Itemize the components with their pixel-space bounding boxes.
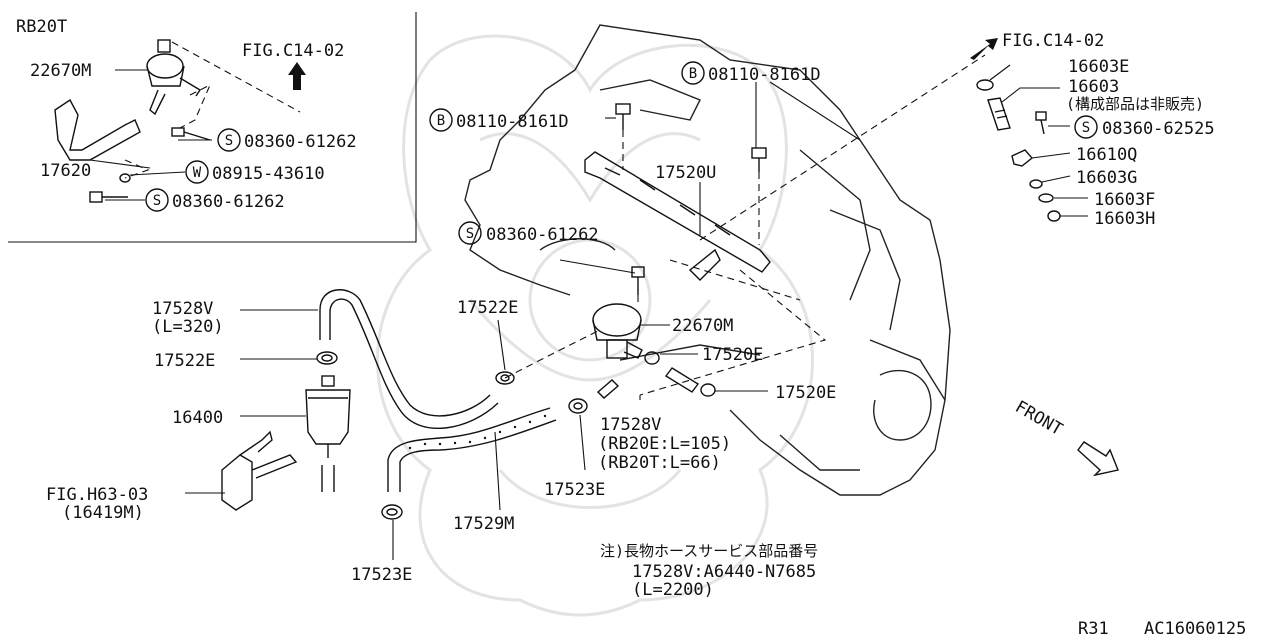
- label-fig-h63[interactable]: FIG.H63-03: [46, 485, 148, 505]
- label-fig-h63-part: (16419M): [62, 503, 144, 523]
- label-inj-16603f: 16603F: [1094, 190, 1155, 210]
- label-hose-long: 17529M: [453, 514, 514, 534]
- short-hose-2: [664, 367, 700, 393]
- label-hose-v-top-len: (L=320): [152, 317, 224, 337]
- inset-fig-ref[interactable]: FIG.C14-02: [242, 41, 344, 61]
- inset-dashed: [124, 41, 301, 179]
- inset-symbol-s1: S: [225, 133, 233, 149]
- hose-17528v-top: [319, 289, 491, 417]
- fuel-filter: [305, 375, 351, 492]
- label-inj-16603g: 16603G: [1076, 168, 1137, 188]
- label-hose-short2: 17520E: [775, 383, 836, 403]
- label-inj-16610q: 16610Q: [1076, 145, 1137, 165]
- filter-bracket: [221, 430, 298, 511]
- symbol-b-left: B: [437, 113, 445, 129]
- label-clamp-bottom-mid: 17523E: [544, 480, 605, 500]
- front-arrow: [1077, 441, 1119, 477]
- engine-block-outline: [464, 24, 951, 496]
- hose-17529m: [387, 407, 557, 492]
- label-screw-mid: 08360-61262: [486, 225, 599, 245]
- clamp-left: [316, 351, 338, 365]
- inset-symbol-s2: S: [153, 193, 161, 209]
- clamp-bottom-left: [381, 504, 403, 520]
- inset-fig-arrow: [288, 62, 306, 90]
- symbol-s-mid: S: [466, 226, 474, 242]
- injector-parts: [976, 79, 1061, 222]
- inset-label-washer: 08915-43610: [212, 164, 325, 184]
- inset-label-17620: 17620: [40, 161, 91, 181]
- label-gallery: 17520U: [655, 163, 716, 183]
- label-hose-v-top: 17528V: [152, 299, 213, 319]
- label-clamp-bottom-left: 17523E: [351, 565, 412, 585]
- clamp-bottom-mid: [568, 398, 588, 414]
- short-hose-3: [700, 383, 716, 397]
- inset-regulator: [146, 39, 201, 116]
- label-regulator: 22670M: [672, 316, 733, 336]
- inset-symbol-w: W: [193, 165, 202, 181]
- label-inj-note: (構成部品は非販売): [1066, 95, 1204, 113]
- inset-variant-label: RB20T: [16, 17, 67, 37]
- fig-ref-top[interactable]: FIG.C14-02: [1002, 31, 1104, 51]
- inset-frame: [8, 12, 417, 243]
- label-hose-v-mid-len2: (RB20T:L=66): [598, 453, 721, 473]
- note-line-1: 注)長物ホースサービス部品番号: [600, 542, 818, 560]
- inset-label-screw2: 08360-61262: [172, 192, 285, 212]
- inset-label-screw1: 08360-61262: [244, 132, 357, 152]
- hose-17528v-mid: [596, 379, 620, 399]
- inset-label-22670m: 22670M: [30, 61, 91, 81]
- label-clamp-left: 17522E: [154, 351, 215, 371]
- bolt-left: [615, 103, 631, 130]
- fig-c14-arrow-top: [970, 38, 998, 60]
- note-line-3: (L=2200): [632, 580, 714, 600]
- watermark-emblem: [376, 34, 814, 617]
- label-hose-v-mid: 17528V: [600, 415, 661, 435]
- symbol-markers: S W S B B S S: [145, 61, 1098, 245]
- footer-code: AC16060125: [1144, 619, 1246, 638]
- label-bolt-left: 08110-8161D: [456, 112, 569, 132]
- label-bolt-right: 08110-8161D: [708, 65, 821, 85]
- label-filter: 16400: [172, 408, 223, 428]
- inset-bracket: [54, 98, 141, 161]
- pressure-regulator: [592, 303, 643, 359]
- label-clamp-upper: 17522E: [457, 298, 518, 318]
- dashed-guides: [504, 54, 986, 396]
- label-inj-16603h: 16603H: [1094, 209, 1155, 229]
- note-line-2: 17528V:A6440-N7685: [632, 562, 816, 582]
- label-hose-v-mid-len1: (RB20E:L=105): [598, 434, 731, 454]
- footer-page: R31: [1078, 619, 1109, 638]
- short-hose-1: [644, 351, 660, 365]
- leader-lines: [89, 64, 1088, 560]
- label-hose-short1: 17520E: [702, 345, 763, 365]
- label-inj-16603e: 16603E: [1068, 57, 1129, 77]
- label-inj-screw: 08360-62525: [1102, 119, 1215, 139]
- bolt-right: [751, 147, 767, 172]
- inset-screws: [89, 127, 211, 203]
- symbol-b-right: B: [689, 66, 697, 82]
- label-inj-16603: 16603: [1068, 77, 1119, 97]
- symbol-s-injector: S: [1082, 120, 1090, 136]
- clamp-upper: [495, 371, 515, 385]
- front-label: FRONT: [1012, 397, 1066, 440]
